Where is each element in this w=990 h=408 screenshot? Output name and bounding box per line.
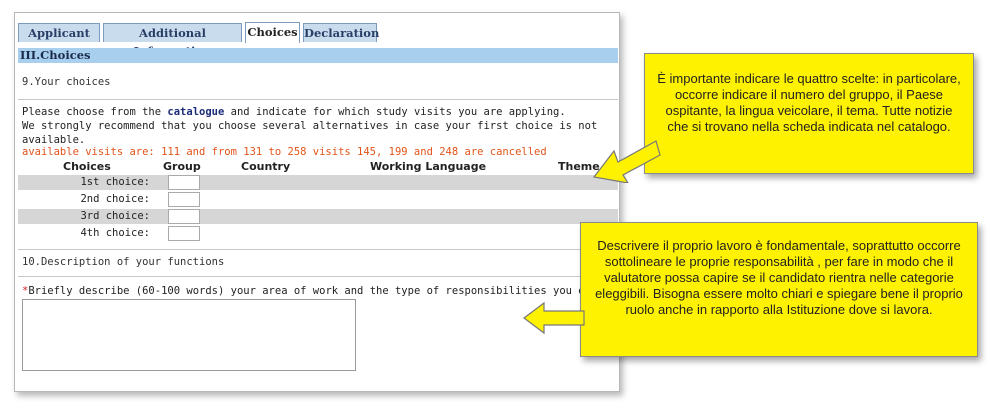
divider: [18, 99, 618, 100]
group-input-2[interactable]: [168, 192, 200, 207]
choice-label: 3rd choice:: [80, 210, 150, 222]
description-label: *Briefly describe (60-100 words) your ar…: [22, 285, 620, 297]
callout-choices-note: È importante indicare le quattro scelte:…: [644, 53, 974, 174]
divider: [18, 249, 618, 250]
required-mark: *: [22, 285, 29, 297]
tab-choices[interactable]: Choices: [245, 22, 300, 43]
choice-row-1: 1st choice:: [18, 175, 618, 190]
group-input-1[interactable]: [168, 175, 200, 190]
instructions: Please choose from the catalogue and ind…: [22, 105, 619, 147]
choices-heading: 9.Your choices: [22, 76, 111, 88]
instructions-line2: We strongly recommend that you choose se…: [22, 120, 598, 146]
header-country: Country: [241, 160, 291, 173]
choice-label: 2nd choice:: [80, 193, 150, 205]
available-visits-text: available visits are: 111 and from 131 t…: [22, 146, 547, 158]
application-form-panel: Applicant Additional Information Choices…: [14, 12, 620, 392]
description-textarea[interactable]: [22, 299, 356, 371]
instructions-prefix: Please choose from the: [22, 106, 168, 118]
choice-label: 1st choice:: [80, 176, 150, 188]
divider: [18, 276, 618, 277]
header-working-language: Working Language: [370, 160, 487, 173]
tab-declaration[interactable]: Declaration: [303, 23, 379, 42]
choice-row-4: 4th choice:: [18, 226, 618, 241]
tab-additional-information[interactable]: Additional Information: [103, 23, 242, 58]
choice-label: 4th choice:: [80, 227, 150, 239]
catalogue-link[interactable]: catalogue: [167, 106, 225, 118]
group-input-3[interactable]: [168, 209, 200, 224]
instructions-suffix: and indicate for which study visits you …: [224, 106, 566, 118]
group-input-4[interactable]: [168, 226, 200, 241]
callout-description-note: Descrivere il proprio lavoro è fondament…: [580, 222, 978, 357]
functions-heading: 10.Description of your functions: [22, 256, 225, 268]
choice-row-3: 3rd choice:: [18, 209, 618, 224]
arrow-left-icon: [592, 140, 661, 183]
header-choices: Choices: [63, 160, 111, 173]
header-theme: Theme: [558, 160, 600, 173]
header-group: Group: [163, 160, 201, 173]
choice-row-2: 2nd choice:: [18, 192, 618, 207]
description-label-text: Briefly describe (60-100 words) your are…: [28, 285, 620, 297]
section-title: III.Choices: [18, 48, 618, 63]
arrow-left-icon: [523, 301, 585, 335]
tab-applicant[interactable]: Applicant: [18, 23, 100, 42]
